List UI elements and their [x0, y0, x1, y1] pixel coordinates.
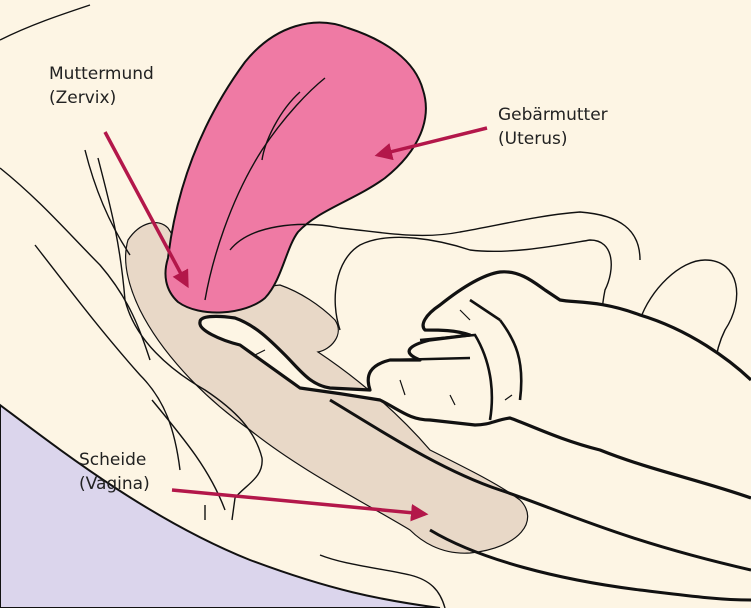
uterus-label: Gebärmutter (Uterus): [498, 103, 608, 151]
cervix-label-name: Muttermund: [49, 62, 154, 86]
cervix-label-latin: (Zervix): [49, 86, 154, 110]
body-contour-line: [0, 5, 90, 40]
vagina-label-name: Scheide: [79, 448, 150, 472]
cervix-label: Muttermund (Zervix): [49, 62, 154, 110]
uterus-shape: [165, 23, 425, 313]
uterus-label-latin: (Uterus): [498, 127, 608, 151]
uterus-label-name: Gebärmutter: [498, 103, 608, 127]
vagina-label: Scheide (Vagina): [79, 448, 150, 496]
vagina-label-latin: (Vagina): [79, 472, 150, 496]
